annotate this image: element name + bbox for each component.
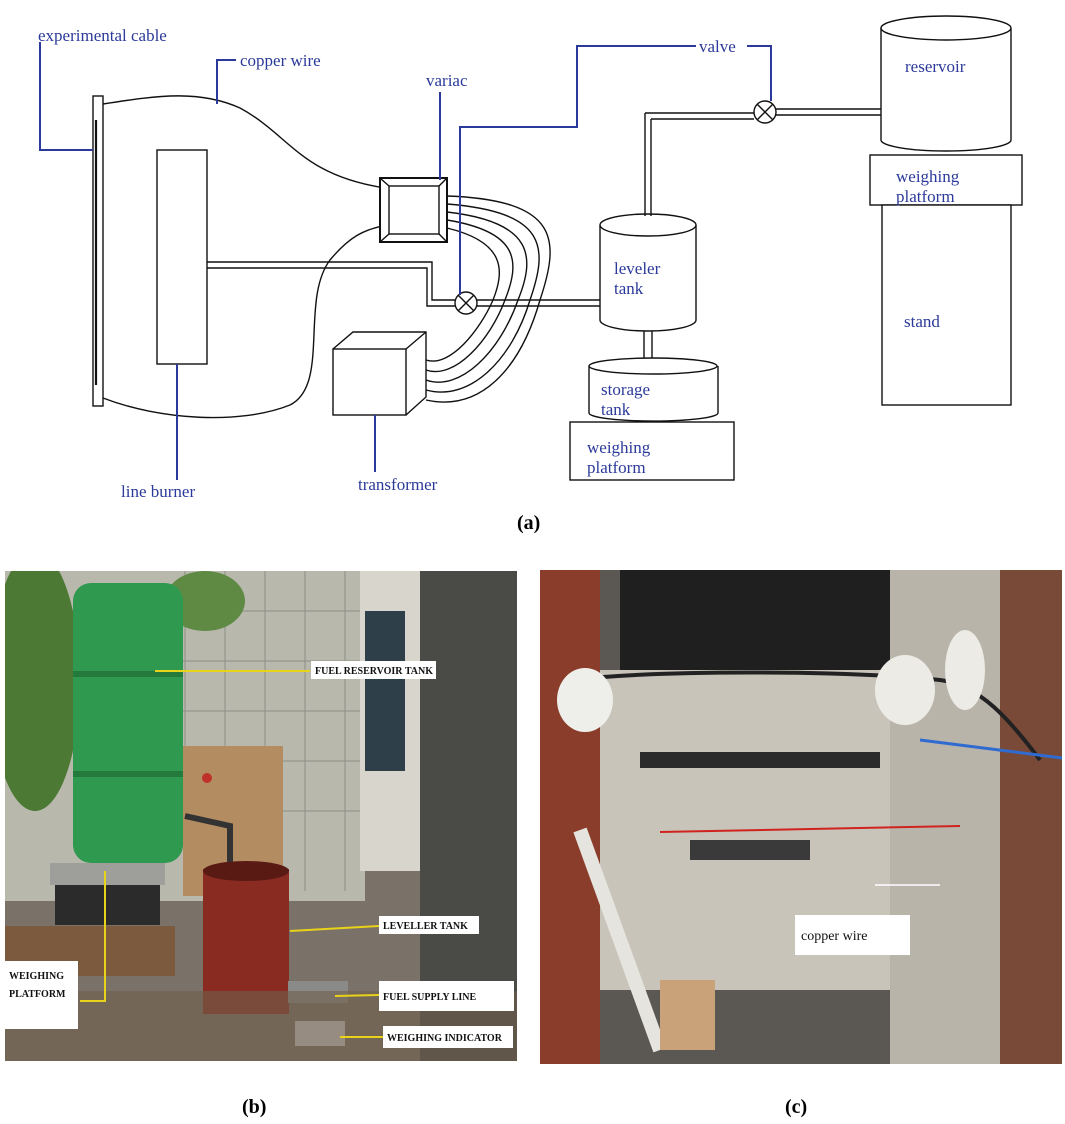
- experimental-cable-bar: [92, 95, 104, 407]
- tag-weighing-platform-2: PLATFORM: [9, 989, 66, 1000]
- label-variac: variac: [426, 71, 468, 90]
- photo-c: copper wire: [540, 570, 1062, 1064]
- label-line-burner: line burner: [121, 482, 195, 501]
- label-reservoir: reservoir: [905, 57, 966, 76]
- label-experimental-cable: experimental cable: [38, 26, 167, 45]
- tag-copper-wire: copper wire: [801, 929, 867, 944]
- green-reservoir-barrel: [73, 583, 183, 863]
- label-stand: stand: [904, 312, 940, 331]
- label-leveler-tank-2: tank: [614, 279, 644, 298]
- tag-weighing-indicator: WEIGHING INDICATOR: [387, 1033, 503, 1044]
- label-weighing-platform-right-1: weighing: [896, 167, 960, 186]
- weighing-platform-bottom: [569, 421, 735, 481]
- label-valve: valve: [699, 37, 736, 56]
- copper-wire: [102, 95, 386, 189]
- photo-b: FUEL RESERVOIR TANK LEVELLER TANK WEIGHI…: [5, 571, 517, 1061]
- reservoir: [880, 28, 1012, 152]
- label-weighing-platform-right-2: platform: [896, 187, 955, 206]
- label-transformer: transformer: [358, 475, 438, 494]
- label-weighing-platform-bottom-2: platform: [587, 458, 646, 477]
- label-weighing-platform-bottom-1: weighing: [587, 438, 651, 457]
- label-copper-wire: copper wire: [240, 51, 321, 70]
- weighing-platform-right: [869, 154, 1023, 206]
- red-leveller-tank: [203, 869, 289, 1014]
- label-storage-tank-2: tank: [601, 400, 631, 419]
- caption-a: (a): [517, 512, 541, 534]
- tag-weighing-platform-1: WEIGHING: [9, 971, 64, 982]
- tag-leveller-tank: LEVELLER TANK: [383, 921, 468, 932]
- storage-tank: [588, 366, 719, 422]
- tag-fuel-supply-line: FUEL SUPPLY LINE: [383, 992, 477, 1003]
- transformer-box: [332, 348, 407, 416]
- schematic-diagram: experimental cable copper wire variac va…: [38, 15, 1023, 501]
- leveler-tank: [599, 225, 697, 332]
- caption-c: (c): [785, 1096, 808, 1118]
- stand: [881, 204, 1012, 406]
- caption-b: (b): [242, 1096, 267, 1118]
- line-burner: [156, 149, 208, 365]
- tag-fuel-reservoir-tank: FUEL RESERVOIR TANK: [315, 666, 433, 677]
- label-storage-tank-1: storage: [601, 380, 650, 399]
- label-leveler-tank-1: leveler: [614, 259, 661, 278]
